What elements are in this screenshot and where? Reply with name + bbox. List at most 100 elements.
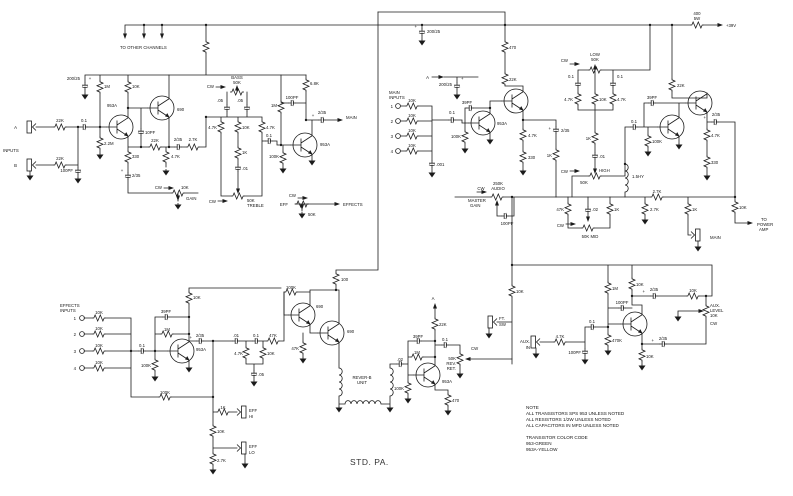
main-input-jack-2[interactable] — [395, 118, 401, 124]
capacitor-symbol — [617, 304, 627, 312]
res-label: 4.7K — [266, 125, 275, 130]
polarity-label: + — [189, 335, 192, 340]
jack-label: A — [14, 125, 17, 130]
capacitor-symbol — [418, 27, 426, 37]
jack-label: EFF — [249, 408, 257, 413]
main-input-jack-1[interactable] — [395, 103, 401, 109]
pot-label: AUX. — [710, 303, 720, 308]
res-label: 10K — [95, 326, 103, 331]
q-label: 953A — [320, 142, 330, 147]
cap-label: 2/35 — [318, 110, 327, 115]
res-label: 330 — [528, 155, 536, 160]
res-label: 4.7K — [171, 154, 180, 159]
resistor-symbol — [689, 21, 705, 29]
capacitor-symbol — [195, 337, 205, 345]
arrowhead — [438, 75, 444, 79]
main-input-jack-4[interactable] — [395, 148, 401, 154]
resistor-symbol — [444, 392, 452, 408]
cap-label: .001 — [436, 162, 445, 167]
transistor-q4 — [467, 110, 496, 136]
polarity-label: + — [651, 338, 654, 343]
arrowhead — [495, 200, 499, 206]
resistor-symbol — [299, 340, 307, 356]
res-label: 10K — [95, 360, 103, 365]
ground-symbol — [485, 331, 493, 339]
jack-label: AUX. — [520, 339, 530, 344]
power-rail-section: TO OTHER CHANNELS 400 5W +39V — [120, 11, 736, 50]
res-label: 10K — [739, 205, 747, 210]
q-label: 690 — [347, 329, 355, 334]
input-jack-b[interactable] — [26, 158, 37, 172]
ground-symbol — [209, 467, 217, 475]
res-label: 470 — [509, 45, 517, 50]
res-label: 22K — [439, 322, 447, 327]
resistor-symbol — [202, 39, 210, 55]
main-output-jack[interactable] — [690, 228, 701, 242]
res-label: 47K — [269, 333, 277, 338]
cap-label: 100PF — [501, 221, 514, 226]
resistor-symbol — [501, 71, 509, 87]
cw-label: CW — [289, 193, 297, 198]
pot-label: HIGH — [599, 168, 610, 173]
res-label: 10K — [95, 343, 103, 348]
q-label: 953A — [497, 121, 507, 126]
res-label: 100K — [451, 134, 461, 139]
jack-label: 1 — [74, 316, 77, 321]
jack-label: FT. — [499, 316, 505, 321]
resistor-symbol — [242, 345, 250, 361]
main-input-jack-3[interactable] — [395, 133, 401, 139]
eff-lo-jack[interactable] — [236, 441, 247, 455]
res-label: 10K — [193, 295, 201, 300]
cap-label: 10PF — [145, 130, 156, 135]
resistor-symbol — [124, 79, 132, 95]
capacitor-symbol — [647, 99, 657, 107]
capacitor-symbol — [710, 118, 720, 126]
reverb-secondary-coil — [389, 367, 394, 397]
capacitor-symbol — [447, 116, 457, 124]
pot-label: 50K — [591, 57, 599, 62]
reverb-return-pot[interactable] — [456, 351, 464, 367]
ground-symbol — [279, 166, 287, 174]
resistor-symbol — [703, 154, 711, 170]
polarity-label: + — [548, 126, 551, 131]
arrowhead — [337, 118, 343, 122]
ground-symbol — [428, 170, 436, 178]
res-label: 1K — [220, 405, 225, 410]
res-label: 330 — [132, 154, 140, 159]
master-gain-pot[interactable] — [489, 193, 505, 201]
cap-label: 0.1 — [442, 337, 449, 342]
resistor-symbol — [151, 357, 159, 373]
mid-pot[interactable] — [580, 224, 596, 232]
resistor-symbol — [606, 201, 614, 217]
ground-symbol — [298, 211, 306, 219]
reverb-primary-coil — [338, 367, 343, 397]
eff-hi-jack[interactable] — [236, 405, 247, 419]
arrowhead — [586, 216, 590, 222]
capacitor-symbol — [574, 79, 582, 89]
capacitor-symbol — [137, 127, 145, 137]
res-label: 100K — [269, 154, 279, 159]
jack-label: 2 — [74, 332, 77, 337]
aux-section: AUX. IN 4.7K 100PF 0.1 1M 470K 10K 100PF… — [511, 264, 724, 371]
res-label: 10K — [599, 97, 607, 102]
aux-in-jack[interactable] — [530, 335, 541, 349]
footswitch-jack[interactable] — [487, 315, 498, 329]
cap-label: 0.1 — [253, 333, 260, 338]
cap-label: 100PF — [286, 95, 299, 100]
input-jack-a[interactable] — [26, 120, 37, 134]
ground-symbol — [703, 173, 711, 181]
res-label: 22K — [56, 118, 64, 123]
resistor-symbol — [552, 338, 568, 346]
capacitor-symbol — [609, 79, 617, 89]
res-label: 470 — [452, 398, 460, 403]
res-label: 1M — [414, 350, 420, 355]
q-label: 690 — [316, 304, 324, 309]
res-label: 100K — [286, 285, 296, 290]
resistor-symbol — [703, 127, 711, 143]
capacitor-symbol — [81, 81, 89, 91]
transistor-q9 — [316, 320, 345, 346]
res-label: 22K — [509, 77, 517, 82]
q-label: 953A — [442, 379, 452, 384]
cw-label: CW — [471, 346, 479, 351]
capacitor-symbol — [584, 205, 592, 215]
